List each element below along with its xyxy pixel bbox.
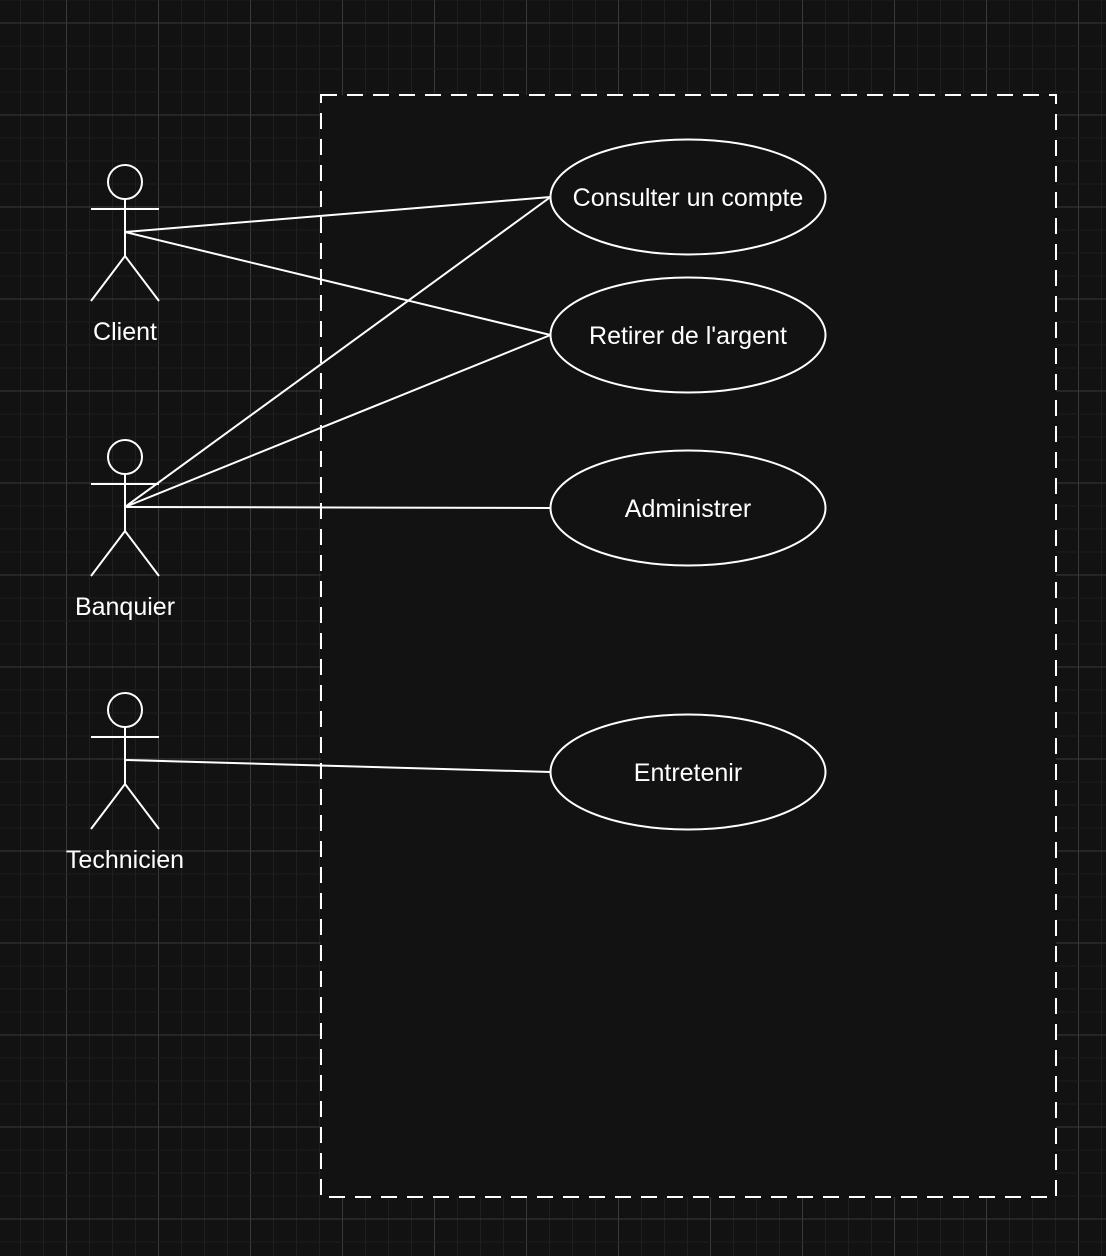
actor-label: Technicien <box>66 846 184 874</box>
use-case-administrer[interactable]: Administrer <box>549 449 827 567</box>
actor-legs <box>90 529 160 577</box>
use-case-retirer[interactable]: Retirer de l'argent <box>549 276 827 394</box>
association-technicien-entretenir[interactable] <box>124 759 551 773</box>
actor-client[interactable]: Client <box>90 164 160 346</box>
association-banquier-retirer[interactable] <box>124 334 551 508</box>
actor-legs <box>90 254 160 302</box>
actor-head <box>107 692 143 728</box>
use-case-ellipse[interactable] <box>549 449 827 567</box>
actor-label: Client <box>93 318 157 346</box>
association-client-retirer[interactable] <box>124 231 551 336</box>
use-case-ellipse[interactable] <box>549 713 827 831</box>
actor-head <box>107 164 143 200</box>
use-case-entretenir[interactable]: Entretenir <box>549 713 827 831</box>
actor-technicien[interactable]: Technicien <box>66 692 184 874</box>
use-case-ellipse[interactable] <box>549 138 827 256</box>
use-case-consulter[interactable]: Consulter un compte <box>549 138 827 256</box>
associations <box>124 196 552 773</box>
actor-legs <box>90 782 160 830</box>
use-case-label: Entretenir <box>634 759 742 787</box>
association-banquier-administrer[interactable] <box>124 506 551 509</box>
use-case-ellipse[interactable] <box>549 276 827 394</box>
use-case-label: Administrer <box>625 495 751 523</box>
use-case-label: Retirer de l'argent <box>589 322 787 350</box>
use-case-label: Consulter un compte <box>573 184 804 212</box>
system-boundary[interactable] <box>320 94 1057 1198</box>
association-banquier-consulter[interactable] <box>124 196 552 508</box>
actor-banquier[interactable]: Banquier <box>75 439 175 621</box>
actor-label: Banquier <box>75 593 175 621</box>
association-client-consulter[interactable] <box>124 196 551 233</box>
actor-head <box>107 439 143 475</box>
